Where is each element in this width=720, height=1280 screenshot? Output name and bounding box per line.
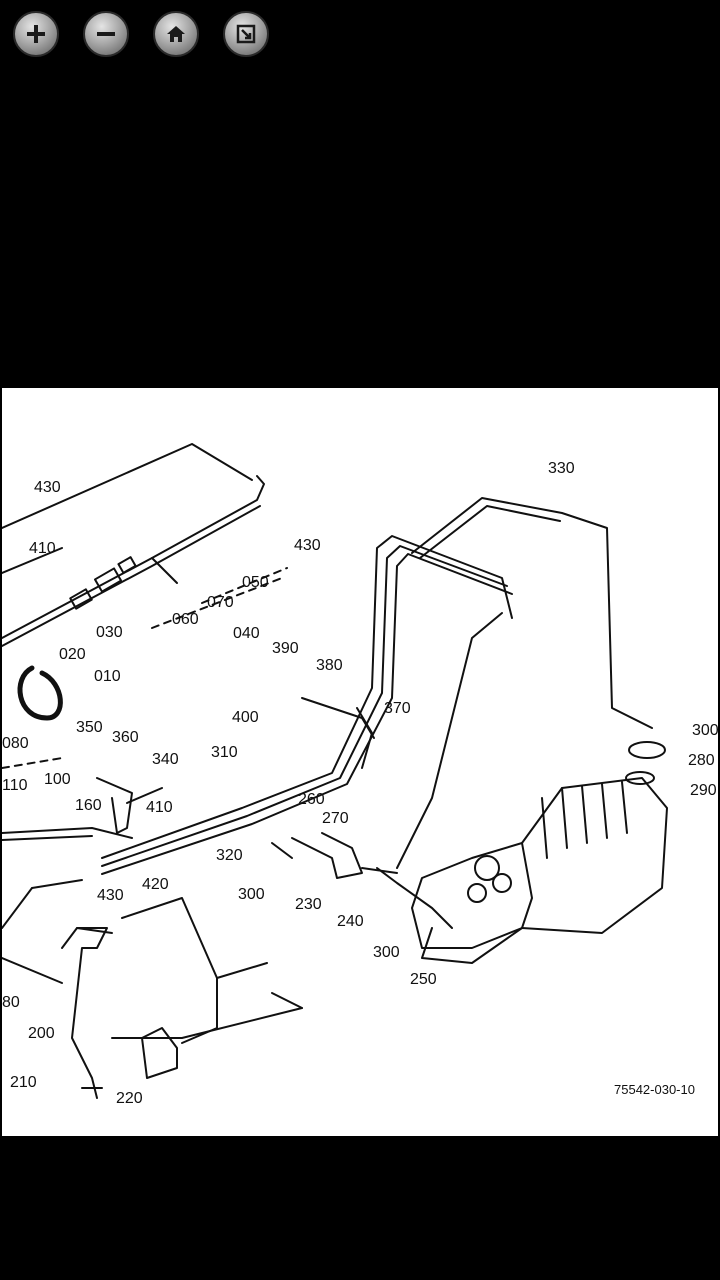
part-label: 230: [295, 896, 322, 913]
home-button[interactable]: [153, 11, 199, 57]
diagram-reference-code: 75542-030-10: [614, 1082, 695, 1097]
part-label: 80: [2, 994, 20, 1011]
diagram-linework: [2, 443, 668, 1099]
part-label: 310: [211, 744, 238, 761]
part-label: 050: [242, 574, 269, 591]
part-label: 300: [373, 944, 400, 961]
part-label: 380: [316, 657, 343, 674]
part-label: 260: [298, 791, 325, 808]
zoom-in-button[interactable]: [13, 11, 59, 57]
part-label: 100: [44, 771, 71, 788]
part-label: 420: [142, 876, 169, 893]
part-label: 200: [28, 1025, 55, 1042]
zoom-out-button[interactable]: [83, 11, 129, 57]
part-label: 280: [688, 752, 715, 769]
viewer-toolbar: [0, 0, 720, 70]
minus-icon: [97, 32, 115, 36]
part-label: 250: [410, 971, 437, 988]
part-label: 390: [272, 640, 299, 657]
part-label: 430: [97, 887, 124, 904]
part-label: 110: [2, 777, 28, 794]
part-label: 290: [690, 782, 717, 799]
part-label: 340: [152, 751, 179, 768]
part-label: 320: [216, 847, 243, 864]
home-icon: [167, 26, 185, 42]
fit-screen-icon: [236, 24, 256, 44]
part-label: 350: [76, 719, 103, 736]
part-label: 060: [172, 611, 199, 628]
part-label: 160: [75, 797, 102, 814]
part-label: 410: [146, 799, 173, 816]
part-label: 220: [116, 1090, 143, 1107]
part-label: 400: [232, 709, 259, 726]
fit-screen-button[interactable]: [223, 11, 269, 57]
part-label: 300: [238, 886, 265, 903]
part-label: 300: [692, 722, 718, 739]
plus-icon: [27, 25, 45, 43]
parts-diagram[interactable]: 430 410 430 050 070 060 040 030 020 010 …: [2, 388, 718, 1136]
part-label: 360: [112, 729, 139, 746]
part-label: 240: [337, 913, 364, 930]
part-label: 070: [207, 594, 234, 611]
part-label: 430: [34, 479, 61, 496]
part-label: 020: [59, 646, 86, 663]
part-label: 430: [294, 537, 321, 554]
part-label: 080: [2, 735, 29, 752]
part-label: 410: [29, 540, 56, 557]
part-label: 010: [94, 668, 121, 685]
part-label: 040: [233, 625, 260, 642]
part-label: 330: [548, 460, 575, 477]
part-label: 270: [322, 810, 349, 827]
part-label: 210: [10, 1074, 37, 1091]
part-label: 370: [384, 700, 411, 717]
part-label: 030: [96, 624, 123, 641]
